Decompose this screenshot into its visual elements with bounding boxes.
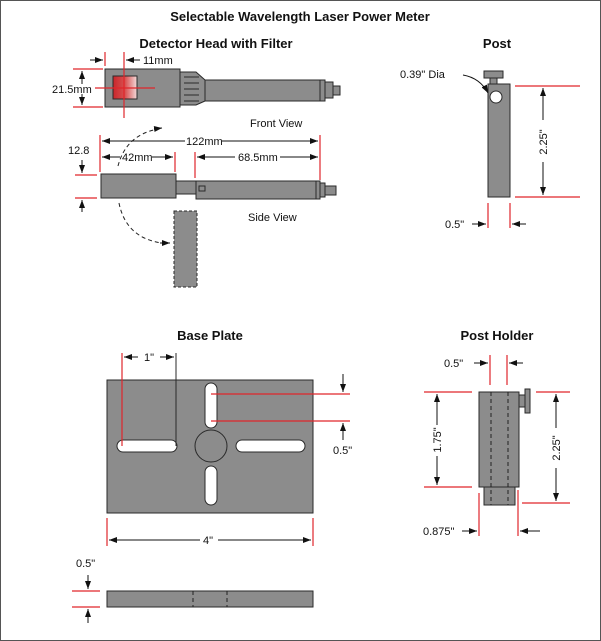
dim-post-length: 2.25" (538, 129, 550, 154)
dim-detector-height: 21.5mm (52, 84, 92, 96)
post-holder-section: Post Holder 0.5" 1.75" 2.25" 0.875" (423, 328, 570, 538)
dim-post-width: 0.5" (445, 219, 464, 231)
dim-tube-length: 68.5mm (238, 152, 278, 164)
detector-head-section: Detector Head with Filter 21.5mm 11mm Fr… (52, 36, 341, 288)
base-plate-section: Base Plate 1" 0.5" 4" 0.5" (72, 328, 352, 623)
dim-plate-thickness: 0.5" (76, 558, 95, 570)
dim-post-hole-dia: 0.39" Dia (400, 69, 446, 81)
diagram-title: Selectable Wavelength Laser Power Meter (170, 9, 430, 24)
dim-body-height: 1.75" (432, 427, 444, 452)
dim-filter-width: 11mm (143, 55, 173, 67)
detector-heading: Detector Head with Filter (139, 36, 292, 51)
dim-total-length: 122mm (186, 136, 223, 148)
post-heading: Post (483, 36, 512, 51)
dim-plate-length: 4" (203, 535, 213, 547)
dim-total-height: 2.25" (551, 435, 563, 460)
detector-front-view: 21.5mm 11mm Front View (52, 52, 341, 130)
front-view-label: Front View (250, 118, 302, 130)
dim-head-length: 42mm (122, 152, 153, 164)
dim-thickness: 12.8 (68, 145, 89, 157)
dim-base-width: 0.875" (423, 526, 455, 538)
dim-slot-spacing: 1" (144, 352, 154, 364)
dim-slot-width: 0.5" (333, 445, 352, 457)
base-plate-heading: Base Plate (177, 328, 243, 343)
post-holder-heading: Post Holder (461, 328, 534, 343)
post-section: Post 0.39" Dia 0.5" 2.25" (400, 36, 580, 231)
detector-side-view: 122mm 42mm 68.5mm 12.8 Side View (68, 126, 337, 288)
dim-bore: 0.5" (444, 358, 463, 370)
side-view-label: Side View (248, 212, 297, 224)
